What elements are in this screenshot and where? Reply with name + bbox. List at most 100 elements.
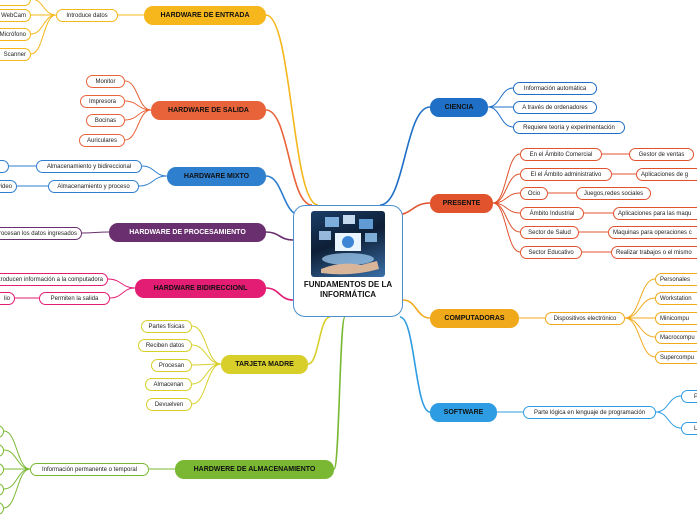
salida-item-auriculares[interactable]: Auriculares bbox=[79, 134, 125, 147]
entrada-item-microfono[interactable]: Micrófono bbox=[0, 28, 31, 41]
entrada-item-webcam[interactable]: WebCam bbox=[0, 9, 31, 22]
link-madre-item-1 bbox=[191, 344, 222, 365]
almacenamiento-sub-informacion[interactable]: Información permanente o temporal bbox=[30, 463, 149, 476]
trunk-salida bbox=[265, 109, 313, 206]
presente-row-ocio[interactable]: Ocio bbox=[520, 187, 548, 200]
madre-item-devuelven[interactable]: Devuelven bbox=[146, 398, 192, 411]
link-entrada-item-3 bbox=[30, 14, 57, 55]
link-almacenamiento-leaf-4 bbox=[3, 468, 31, 509]
link-ciencia-item-2 bbox=[487, 106, 514, 128]
computadoras-item-workstation[interactable]: Workstation bbox=[655, 292, 697, 305]
link-madre-item-0 bbox=[191, 325, 222, 365]
link-madre-item-4 bbox=[191, 363, 222, 405]
mixto-sub-almacenamiento-bidireccional[interactable]: Almacenamiento y bidireccional bbox=[36, 160, 142, 173]
computadoras-item-personales[interactable]: Personales bbox=[655, 273, 697, 286]
link-bidireccional-sub-0 bbox=[107, 278, 136, 289]
branch-hardware-salida[interactable]: HARDWARE DE SALIDA bbox=[151, 101, 266, 120]
link-mixto-sub-0 bbox=[141, 165, 168, 177]
madre-item-procesan[interactable]: Procesan bbox=[151, 359, 192, 372]
mixto-sub-almacenamiento-proceso[interactable]: Almacenamiento y proceso bbox=[48, 180, 139, 193]
presente-row-comercial-detail[interactable]: Gestor de ventas bbox=[629, 148, 694, 161]
link-madre-item-3 bbox=[191, 363, 222, 385]
link-computadoras-item-4 bbox=[624, 317, 656, 358]
procesamiento-sub-procesan-datos[interactable]: Procesan los datos ingresados bbox=[0, 227, 82, 240]
presente-row-industrial-detail[interactable]: Aplicaciones para las maqu bbox=[613, 207, 697, 220]
presente-row-administrativo-detail[interactable]: Aplicaciones de g bbox=[636, 168, 697, 181]
presente-row-educativo-detail[interactable]: Realizar trabajos o el mismo bbox=[611, 246, 697, 259]
link-ciencia-item-0 bbox=[487, 87, 514, 108]
computadoras-item-minicompu[interactable]: Minicompu bbox=[655, 312, 697, 325]
entrada-sub-introduce-datos[interactable]: Introduce datos bbox=[56, 9, 118, 22]
link-software-item-0 bbox=[655, 395, 682, 413]
trunk-software bbox=[399, 316, 431, 413]
branch-tarjeta-madre[interactable]: TARJETA MADRE bbox=[221, 355, 308, 374]
madre-item-reciben-datos[interactable]: Reciben datos bbox=[138, 339, 192, 352]
link-almacenamiento-leaf-0 bbox=[3, 430, 31, 470]
link-mixto-sub-1 bbox=[138, 175, 168, 187]
presente-row-educativo[interactable]: Sector Educativo bbox=[520, 246, 582, 259]
bidireccional-sub-permiten-salida[interactable]: Permiten la salida bbox=[39, 292, 110, 305]
link-presente-row-1 bbox=[492, 173, 521, 204]
mixto-leaf-video[interactable]: video bbox=[0, 180, 17, 193]
branch-hardware-almacenamiento[interactable]: HARDWERE DE ALMACENAMIENTO bbox=[175, 460, 334, 479]
ciencia-item-teoria[interactable]: Requiere teoría y experimentación bbox=[513, 121, 625, 134]
madre-item-partes-fisicas[interactable]: Partes físicas bbox=[141, 320, 192, 333]
trunk-madre bbox=[307, 316, 331, 365]
trunk-entrada bbox=[265, 14, 319, 206]
link-computadoras-item-0 bbox=[624, 278, 656, 319]
link-presente-row-5 bbox=[492, 202, 521, 253]
branch-hardware-entrada[interactable]: HARDWARE DE ENTRADA bbox=[144, 6, 266, 25]
ciencia-item-ordenadores[interactable]: A través de ordenadores bbox=[513, 101, 597, 114]
computadoras-item-macrocompu[interactable]: Macrocompu bbox=[655, 331, 697, 344]
computadoras-sub-dispositivos[interactable]: Dispositivos electrónico bbox=[545, 312, 625, 325]
trunk-procesamiento bbox=[265, 231, 294, 241]
software-item-li[interactable]: Li bbox=[681, 422, 697, 435]
presente-row-comercial[interactable]: En el Ámbito Comercial bbox=[520, 148, 602, 161]
presente-row-salud[interactable]: Sector de Salud bbox=[520, 226, 579, 239]
central-topic[interactable]: FUNDAMENTOS DE LA INFORMÁTICA bbox=[293, 205, 403, 317]
link-entrada-item-2 bbox=[30, 14, 57, 35]
presente-row-administrativo[interactable]: El el Ámbito administrativo bbox=[520, 168, 612, 181]
entrada-item-scanner[interactable]: Scanner bbox=[0, 48, 31, 61]
mixto-leaf-top[interactable] bbox=[0, 160, 9, 173]
link-computadoras-item-1 bbox=[624, 297, 656, 319]
software-sub-parte-logica[interactable]: Parte lógica en lenguaje de programación bbox=[523, 406, 656, 419]
branch-software[interactable]: SOFTWARE bbox=[430, 403, 497, 422]
branch-hardware-procesamiento[interactable]: HARDWARE DE PROCESAMIENTO bbox=[109, 223, 266, 242]
link-salida-item-3 bbox=[124, 109, 152, 141]
trunk-ciencia bbox=[379, 106, 431, 206]
ciencia-item-informacion-automatica[interactable]: Información automática bbox=[513, 82, 597, 95]
link-almacenamiento-leaf-3 bbox=[3, 468, 31, 490]
branch-presente[interactable]: PRESENTE bbox=[430, 194, 493, 213]
entrada-item-top[interactable] bbox=[0, 0, 31, 6]
trunk-computadoras bbox=[402, 299, 431, 319]
branch-computadoras[interactable]: COMPUTADORAS bbox=[430, 309, 519, 328]
presente-row-industrial[interactable]: Ámbito Industrial bbox=[520, 207, 584, 220]
link-presente-row-0 bbox=[492, 153, 521, 204]
computadoras-item-supercompu[interactable]: Supercompu bbox=[655, 351, 697, 364]
link-presente-row-2 bbox=[492, 192, 521, 204]
link-software-item-1 bbox=[655, 411, 682, 429]
branch-hardware-mixto[interactable]: HARDWARE MIXTO bbox=[167, 167, 266, 186]
madre-item-almacenan[interactable]: Almacenan bbox=[145, 378, 192, 391]
branch-ciencia[interactable]: CIENCIA bbox=[430, 98, 488, 117]
bidireccional-sub-introducen[interactable]: Introducen información a la computadora bbox=[0, 273, 108, 286]
link-salida-item-0 bbox=[124, 80, 152, 111]
bidireccional-leaf[interactable]: lio bbox=[0, 292, 15, 305]
link-entrada-item-0 bbox=[33, 0, 57, 16]
presente-row-ocio-detail[interactable]: Juegos,redes sociales bbox=[576, 187, 651, 200]
technology-hand-icon bbox=[311, 211, 385, 277]
salida-item-bocinas[interactable]: Bocinas bbox=[86, 114, 125, 127]
salida-item-monitor[interactable]: Monitor bbox=[86, 75, 125, 88]
central-topic-title: FUNDAMENTOS DE LA INFORMÁTICA bbox=[303, 280, 393, 299]
presente-row-salud-detail[interactable]: Maquinas para operaciones c bbox=[608, 226, 697, 239]
salida-item-impresora[interactable]: Impresora bbox=[80, 95, 125, 108]
link-bidireccional-sub-1 bbox=[109, 287, 136, 299]
link-almacenamiento-leaf-1 bbox=[3, 449, 31, 470]
trunk-bidireccional bbox=[265, 287, 294, 301]
link-computadoras-item-3 bbox=[624, 317, 656, 338]
link-procesamiento-sub bbox=[81, 231, 110, 234]
branch-hardware-bidireccional[interactable]: HARDWARE BIDIRECCIONL bbox=[135, 279, 266, 298]
software-item-pl[interactable]: Pl bbox=[681, 390, 697, 403]
